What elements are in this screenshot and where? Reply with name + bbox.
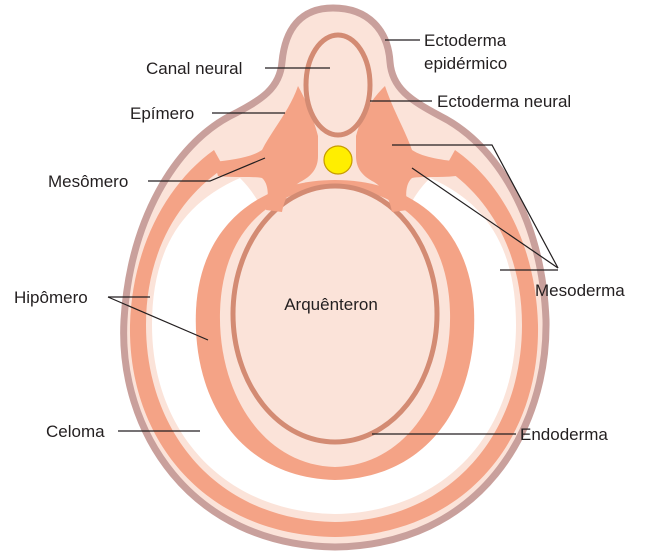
endoderm-ring <box>233 186 437 442</box>
label-mesoderma: Mesoderma <box>535 281 625 300</box>
label-canal-neural: Canal neural <box>146 59 242 78</box>
label-endoderma: Endoderma <box>520 425 608 444</box>
label-epimero: Epímero <box>130 104 194 123</box>
label-ectoderma-neural: Ectoderma neural <box>437 92 571 111</box>
notochord <box>324 146 352 174</box>
label-mesomero: Mesômero <box>48 172 128 191</box>
label-ectoderma-epidermico-2: epidérmico <box>424 54 507 73</box>
neural-tube <box>306 35 370 135</box>
label-hipomero: Hipômero <box>14 288 88 307</box>
label-arquenteron: Arquênteron <box>284 295 378 314</box>
label-celoma: Celoma <box>46 422 105 441</box>
label-ectoderma-epidermico-1: Ectoderma <box>424 31 507 50</box>
